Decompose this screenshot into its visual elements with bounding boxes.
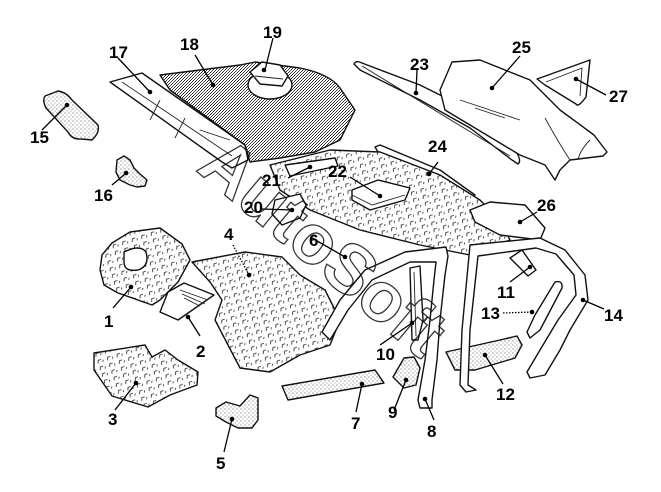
- callout-12: 12: [496, 385, 515, 404]
- callout-1: 1: [104, 312, 113, 331]
- part-15: [43, 90, 100, 141]
- callout-2: 2: [196, 342, 205, 361]
- callout-26: 26: [537, 196, 556, 215]
- callout-labels: 1 2 3 4 5 6 7 8 9 10 11 12 13 14 15 16 1…: [30, 23, 628, 473]
- part-4: [191, 251, 341, 373]
- part-13: [526, 280, 563, 339]
- part-8: [321, 246, 449, 409]
- part-7: [281, 369, 385, 401]
- callout-13: 13: [481, 304, 500, 323]
- part-rear-door-seal: [459, 237, 589, 393]
- part-25: [439, 59, 608, 181]
- callout-20: 20: [244, 198, 263, 217]
- callout-15: 15: [30, 128, 49, 147]
- part-19: [247, 61, 293, 100]
- callout-10: 10: [376, 345, 395, 364]
- callout-25: 25: [512, 38, 531, 57]
- callout-18: 18: [180, 35, 199, 54]
- callout-22: 22: [328, 162, 347, 181]
- part-27: [536, 59, 591, 106]
- callout-21: 21: [262, 171, 281, 190]
- part-11: [509, 249, 537, 277]
- part-26: [469, 201, 546, 241]
- callout-16: 16: [94, 186, 113, 205]
- callout-14: 14: [604, 306, 623, 325]
- part-9: [392, 356, 421, 389]
- part-16: [115, 155, 148, 188]
- callout-19: 19: [263, 23, 282, 42]
- callout-5: 5: [216, 454, 225, 473]
- part-2: [159, 282, 215, 321]
- part-1: [99, 227, 191, 306]
- callout-17: 17: [109, 43, 128, 62]
- part-3: [93, 344, 199, 408]
- callout-11: 11: [497, 283, 515, 302]
- callout-3: 3: [108, 410, 117, 429]
- part-5: [215, 394, 259, 429]
- callout-4: 4: [224, 225, 234, 244]
- part-17: [109, 72, 249, 169]
- part-18: [159, 61, 356, 163]
- leader-lines: [41, 37, 607, 453]
- callout-6: 6: [309, 231, 318, 250]
- callout-23: 23: [410, 55, 429, 74]
- callout-9: 9: [388, 403, 397, 422]
- callout-24: 24: [428, 137, 447, 156]
- callout-7: 7: [351, 414, 360, 433]
- callout-27: 27: [609, 87, 628, 106]
- callout-8: 8: [427, 422, 436, 441]
